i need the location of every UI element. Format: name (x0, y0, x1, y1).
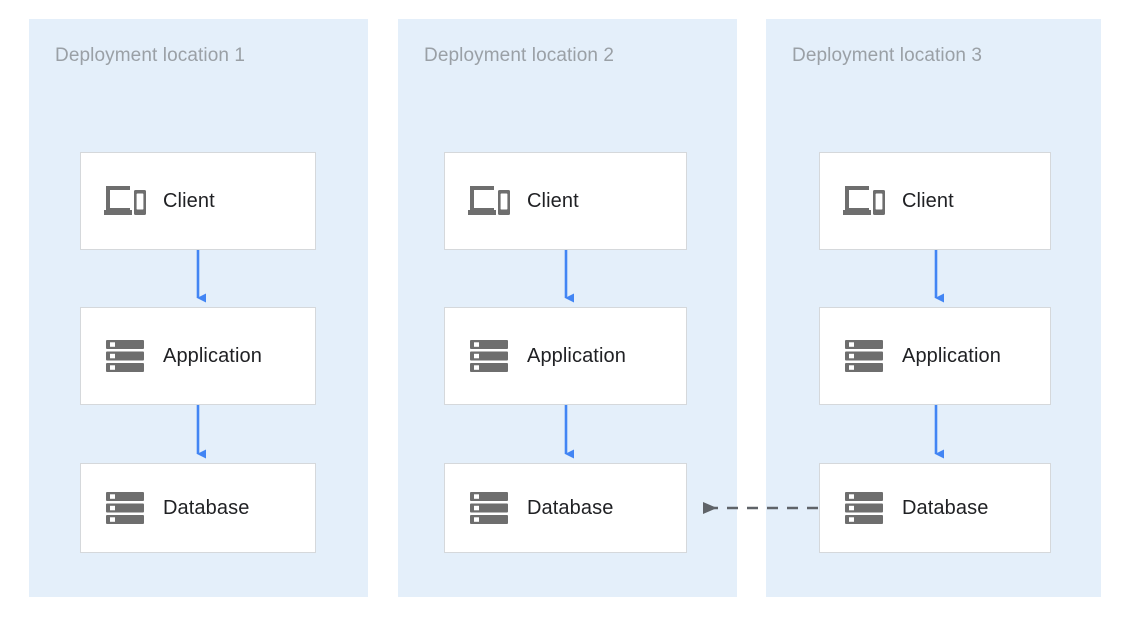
node-application-1-label: Application (163, 344, 262, 367)
server-icon (467, 334, 511, 378)
devices-icon (842, 179, 886, 223)
node-client-3-label: Client (902, 189, 954, 212)
node-client-2[interactable]: Client (444, 152, 687, 250)
server-icon (103, 486, 147, 530)
node-application-2[interactable]: Application (444, 307, 687, 405)
node-database-1[interactable]: Database (80, 463, 316, 553)
node-application-1[interactable]: Application (80, 307, 316, 405)
node-application-2-label: Application (527, 344, 626, 367)
server-icon (467, 486, 511, 530)
devices-icon (467, 179, 511, 223)
node-client-2-label: Client (527, 189, 579, 212)
deployment-location-3-title: Deployment location 3 (792, 45, 983, 66)
node-database-3[interactable]: Database (819, 463, 1051, 553)
deployment-location-1-title: Deployment location 1 (55, 45, 246, 66)
node-client-1[interactable]: Client (80, 152, 316, 250)
node-database-1-label: Database (163, 496, 250, 519)
node-application-3-label: Application (902, 344, 1001, 367)
node-database-3-label: Database (902, 496, 989, 519)
deployment-location-2-title: Deployment location 2 (424, 45, 615, 66)
server-icon (103, 334, 147, 378)
node-client-1-label: Client (163, 189, 215, 212)
node-database-2-label: Database (527, 496, 614, 519)
server-icon (842, 486, 886, 530)
devices-icon (103, 179, 147, 223)
server-icon (842, 334, 886, 378)
node-client-3[interactable]: Client (819, 152, 1051, 250)
node-database-2[interactable]: Database (444, 463, 687, 553)
node-application-3[interactable]: Application (819, 307, 1051, 405)
